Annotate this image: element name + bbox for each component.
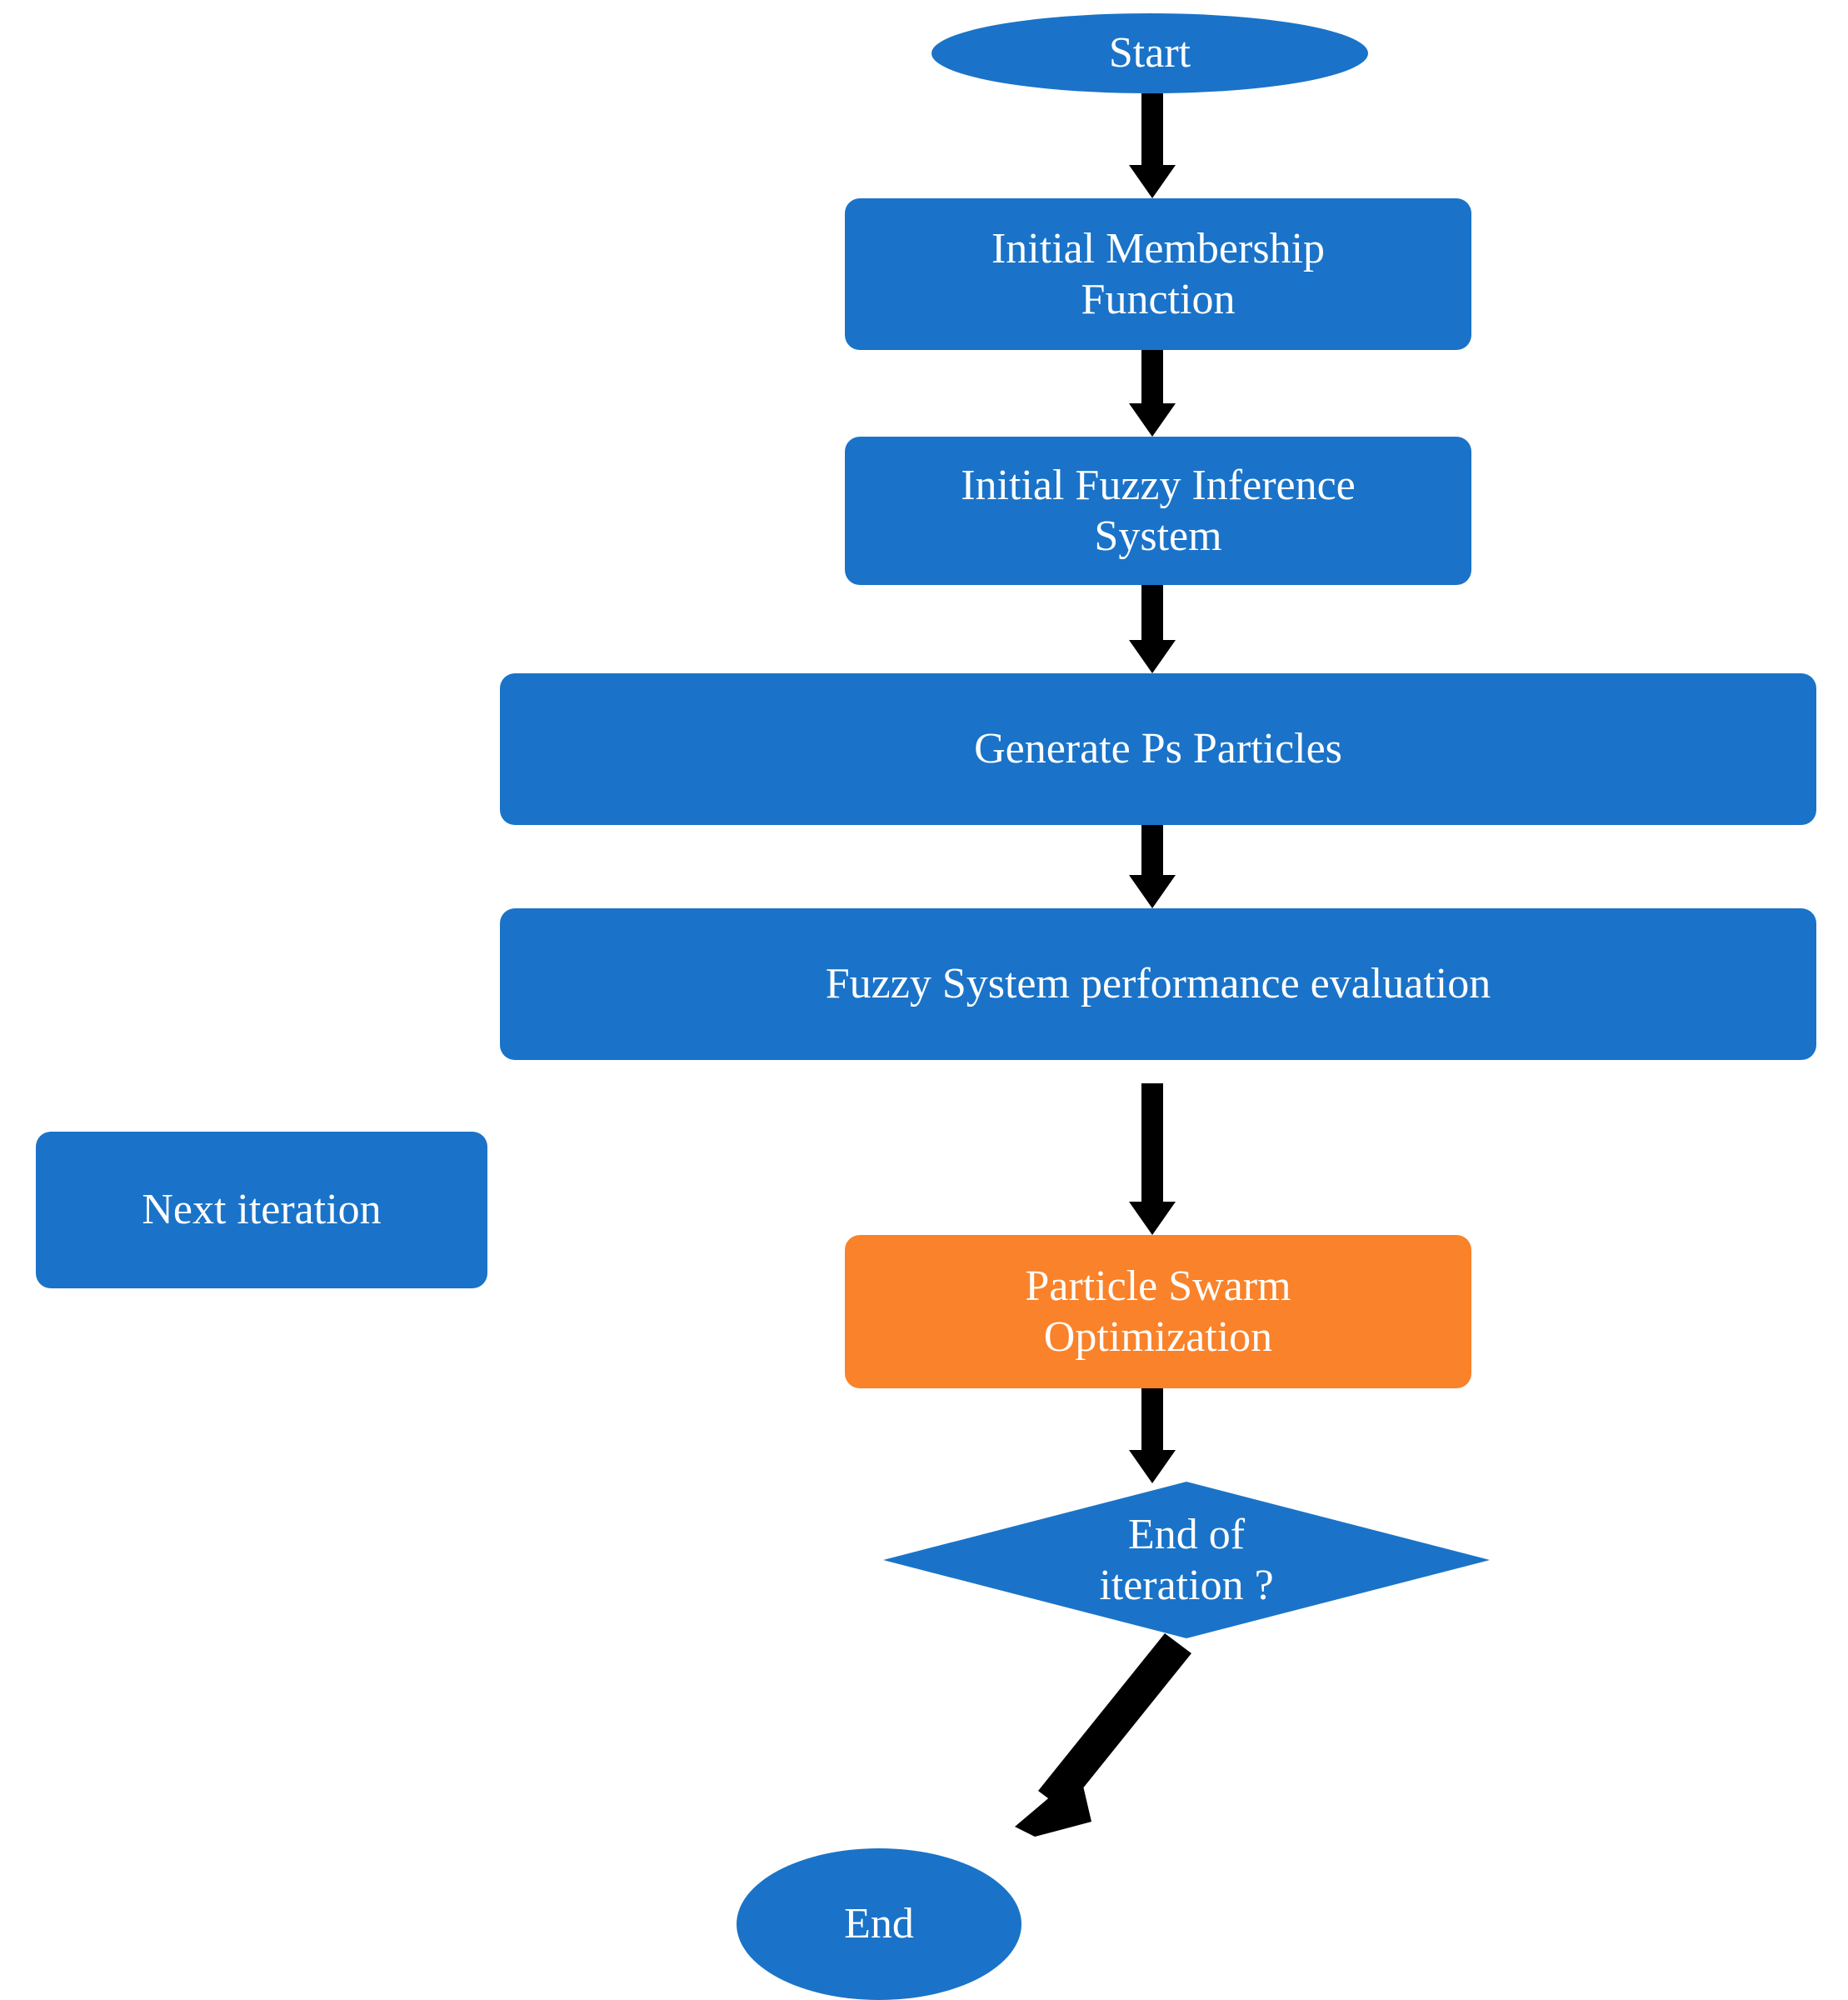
node-initial-fuzzy-inference-system[interactable]: Initial Fuzzy Inference System: [845, 437, 1471, 585]
arrow-particles-to-evaluation: [1129, 825, 1176, 908]
node-end-of-iteration-label: End of iteration ?: [1099, 1510, 1274, 1609]
node-fuzzy-system-performance-evaluation[interactable]: Fuzzy System performance evaluation: [500, 908, 1816, 1060]
node-next-iteration[interactable]: Next iteration: [36, 1132, 487, 1288]
arrow-pso-to-decision: [1129, 1388, 1176, 1483]
node-particle-swarm-optimization[interactable]: Particle Swarm Optimization: [845, 1235, 1471, 1388]
node-generate-ps-particles[interactable]: Generate Ps Particles: [500, 673, 1816, 825]
arrow-evaluation-to-pso: [1129, 1083, 1176, 1235]
arrow-decision-to-end: [1000, 1633, 1200, 1838]
diamond-shape: [883, 1482, 1490, 1638]
node-start[interactable]: Start: [931, 13, 1368, 93]
node-end[interactable]: End: [737, 1848, 1021, 2000]
node-end-of-iteration[interactable]: End of iteration ?: [883, 1482, 1490, 1638]
node-initial-membership-function[interactable]: Initial Membership Function: [845, 198, 1471, 350]
arrow-start-to-membership: [1129, 93, 1176, 198]
arrow-inference-to-particles: [1129, 585, 1176, 673]
arrow-membership-to-inference: [1129, 350, 1176, 437]
